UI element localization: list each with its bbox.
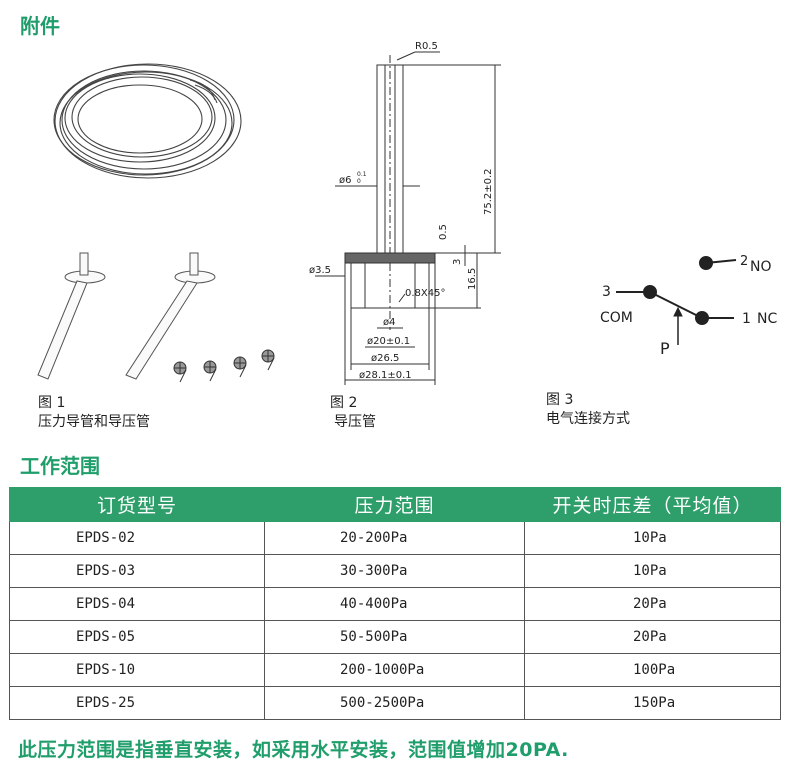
table-row: EPDS-05 50-500Pa 20Pa — [9, 620, 781, 654]
fig2-caption: 图 2 导压管 — [330, 394, 376, 432]
table-row: EPDS-25 500-2500Pa 150Pa — [9, 686, 781, 720]
accessories-title: 附件 — [20, 14, 60, 38]
cell-range: 500-2500Pa — [264, 686, 525, 720]
table-header-row: 订货型号 压力范围 开关时压差（平均值） — [9, 487, 781, 522]
cell-range: 40-400Pa — [264, 587, 525, 621]
cell-range: 200-1000Pa — [264, 653, 525, 687]
table-row: EPDS-02 20-200Pa 10Pa — [9, 521, 781, 555]
dim-d6-tol-upper: 0.1 — [357, 171, 367, 178]
dim-chamfer: 0.8X45° — [405, 288, 445, 299]
fig3-label: 图 3 — [546, 392, 574, 408]
fig2-text: 导压管 — [334, 414, 376, 430]
header-model: 订货型号 — [9, 487, 265, 522]
terminal-no-num: 2 — [740, 254, 748, 269]
cell-model: EPDS-10 — [9, 653, 265, 687]
fig1-caption: 图 1 压力导管和导压管 — [38, 394, 150, 432]
dim-d6-tol-lower: 0 — [357, 178, 361, 185]
cell-diff: 10Pa — [524, 521, 781, 555]
fig3-switch-diagram: 2 NO 3 COM 1 NC P — [600, 254, 777, 358]
cell-diff: 150Pa — [524, 686, 781, 720]
cell-diff: 20Pa — [524, 587, 781, 621]
dim-d26-5: ø26.5 — [371, 353, 399, 364]
fig3-text: 电气连接方式 — [546, 411, 630, 427]
table-row: EPDS-03 30-300Pa 10Pa — [9, 554, 781, 588]
dim-length: 75.2±0.2 — [483, 168, 494, 215]
terminal-com-name: COM — [600, 310, 633, 326]
dim-d28-1: ø28.1±0.1 — [359, 370, 412, 381]
dim-0-5: 0.5 — [438, 224, 449, 240]
terminal-nc-num: 1 — [742, 311, 751, 327]
terminal-nc-name: NC — [757, 311, 777, 327]
cell-diff: 20Pa — [524, 620, 781, 654]
cell-range: 20-200Pa — [264, 521, 525, 555]
dim-3: 3 — [452, 259, 463, 265]
fig1-text: 压力导管和导压管 — [38, 414, 150, 430]
fig1-illustration — [37, 63, 275, 383]
dim-d3-5: ø3.5 — [309, 265, 331, 276]
cell-model: EPDS-04 — [9, 587, 265, 621]
cell-diff: 10Pa — [524, 554, 781, 588]
dim-d6: ø6 — [339, 175, 351, 186]
dim-d4: ø4 — [383, 317, 395, 328]
header-differential: 开关时压差（平均值） — [524, 487, 781, 522]
table-row: EPDS-04 40-400Pa 20Pa — [9, 587, 781, 621]
fig2-drawing: R0.5 ø6 0.1 0 75.2±0.2 0.5 3 16.5 ø3.5 0… — [309, 41, 501, 385]
cell-range: 30-300Pa — [264, 554, 525, 588]
fig1-label: 图 1 — [38, 395, 66, 411]
working-range-title: 工作范围 — [20, 454, 100, 478]
fig2-label: 图 2 — [330, 395, 358, 411]
dim-16-5: 16.5 — [467, 268, 478, 290]
cell-model: EPDS-02 — [9, 521, 265, 555]
pressure-p-label: P — [660, 339, 670, 358]
terminal-com-num: 3 — [602, 284, 611, 300]
cell-model: EPDS-25 — [9, 686, 265, 720]
spec-table: 订货型号 压力范围 开关时压差（平均值） EPDS-02 20-200Pa 10… — [9, 487, 781, 720]
cell-model: EPDS-05 — [9, 620, 265, 654]
dim-d20: ø20±0.1 — [367, 336, 410, 347]
cell-range: 50-500Pa — [264, 620, 525, 654]
installation-note: 此压力范围是指垂直安装，如采用水平安装，范围值增加20PA. — [18, 739, 569, 761]
dim-r: R0.5 — [415, 41, 438, 52]
header-pressure-range: 压力范围 — [264, 487, 525, 522]
terminal-no-name: NO — [750, 259, 772, 275]
cell-model: EPDS-03 — [9, 554, 265, 588]
fig3-caption: 图 3 电气连接方式 — [546, 391, 630, 429]
table-row: EPDS-10 200-1000Pa 100Pa — [9, 653, 781, 687]
cell-diff: 100Pa — [524, 653, 781, 687]
